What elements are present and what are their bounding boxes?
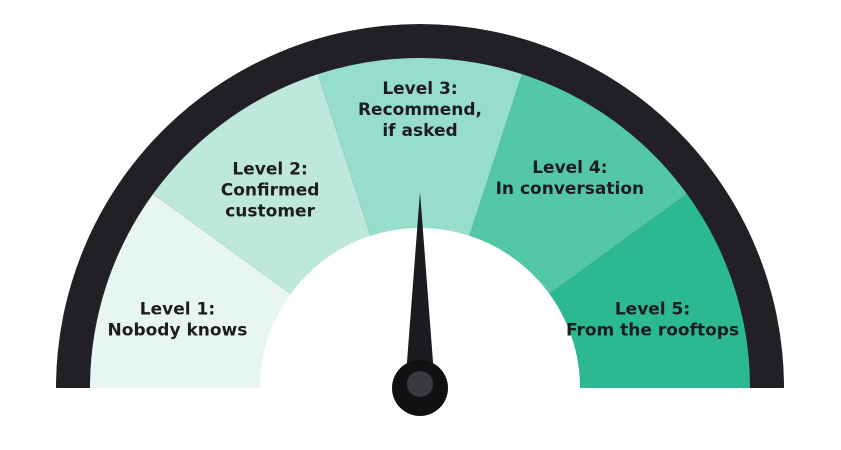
level-2-label-line: Level 2: bbox=[232, 160, 307, 180]
level-1-label-line: Level 1: bbox=[140, 300, 215, 320]
level-2-label-line: Confirmed bbox=[221, 181, 320, 201]
level-3-label-line: Level 3: bbox=[382, 79, 457, 99]
level-5-label-line: Level 5: bbox=[615, 300, 690, 320]
level-3-label-line: Recommend, bbox=[358, 100, 482, 120]
level-5-label: Level 5:From the rooftops bbox=[566, 300, 739, 341]
level-4-label-line: In conversation bbox=[496, 179, 645, 199]
level-4-label: Level 4:In conversation bbox=[496, 158, 645, 199]
level-4-label-line: Level 4: bbox=[532, 158, 607, 178]
gauge-needle bbox=[405, 192, 435, 388]
level-3-label-line: if asked bbox=[382, 121, 457, 141]
level-3-label: Level 3:Recommend,if asked bbox=[358, 79, 482, 141]
level-2-label-line: customer bbox=[225, 202, 315, 222]
needle-hub-highlight bbox=[407, 371, 433, 397]
level-1-label-line: Nobody knows bbox=[108, 321, 248, 341]
level-1-label: Level 1:Nobody knows bbox=[108, 300, 248, 341]
level-5-label-line: From the rooftops bbox=[566, 321, 739, 341]
